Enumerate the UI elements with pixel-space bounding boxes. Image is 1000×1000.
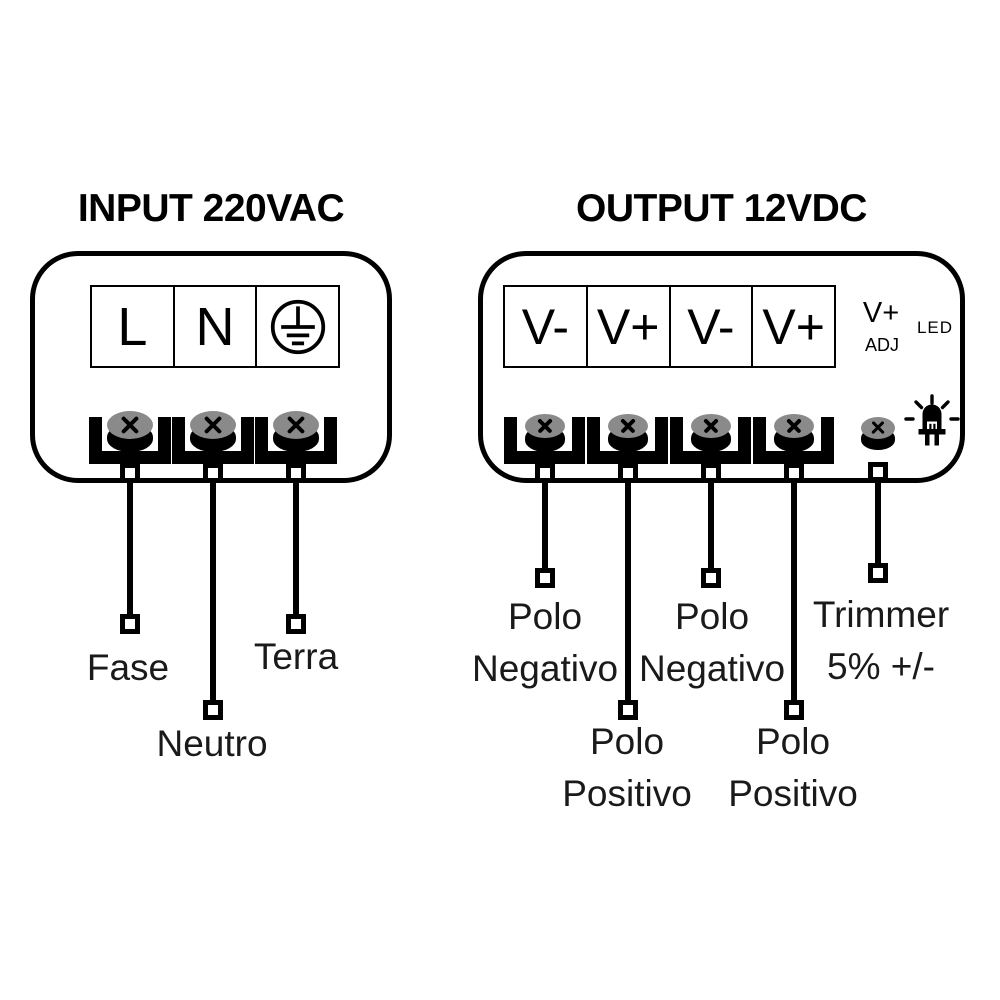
wire-exit-connector bbox=[701, 463, 721, 483]
wire-end-trimmer bbox=[868, 563, 888, 583]
screw-vminus-2 bbox=[691, 414, 731, 452]
wire-polo-negativo-1 bbox=[542, 480, 548, 570]
wire-end-polo-negativo-1 bbox=[535, 568, 555, 588]
output-title: OUTPUT 12VDC bbox=[576, 187, 867, 230]
vplus-adj-label-top: V+ bbox=[862, 297, 900, 329]
screw-vplus-1 bbox=[608, 414, 648, 452]
trimmer-screw bbox=[861, 417, 895, 450]
wire-polo-positivo-2 bbox=[791, 480, 797, 702]
terminal-cell-line: L bbox=[117, 296, 148, 357]
output-terminal-bracket bbox=[753, 417, 834, 464]
wire-trimmer bbox=[875, 480, 881, 565]
input-terminal-bracket bbox=[255, 417, 337, 464]
input-terminal-bracket bbox=[89, 417, 171, 464]
output-terminal-bracket bbox=[670, 417, 751, 464]
terminal-cell-vplus-1: V+ bbox=[585, 287, 669, 366]
screw-vminus-1 bbox=[525, 414, 565, 452]
wire-exit-connector bbox=[286, 463, 306, 483]
wire-exit-connector bbox=[618, 463, 638, 483]
wire-end-polo-positivo-1 bbox=[618, 700, 638, 720]
wire-terra bbox=[293, 480, 299, 616]
wire-end-fase bbox=[120, 614, 140, 634]
screw-vplus-2 bbox=[774, 414, 814, 452]
wire-exit-connector bbox=[203, 463, 223, 483]
terminal-cell-neutral: N bbox=[172, 287, 256, 366]
input-terminal-bracket bbox=[172, 417, 254, 464]
wire-exit-connector bbox=[868, 462, 888, 482]
wire-end-polo-positivo-2 bbox=[784, 700, 804, 720]
screw-line bbox=[107, 411, 153, 452]
led-label: LED bbox=[916, 318, 954, 337]
wire-exit-connector bbox=[120, 463, 140, 483]
input-terminal-strip: L N bbox=[90, 285, 340, 368]
terminal-cell-vminus-1: V- bbox=[521, 298, 569, 355]
wire-exit-connector bbox=[535, 463, 555, 483]
input-title: INPUT 220VAC bbox=[77, 187, 345, 230]
led-indicator-icon bbox=[904, 394, 960, 446]
output-terminal-bracket bbox=[587, 417, 668, 464]
output-terminal-strip: V- V+ V- V+ bbox=[503, 285, 836, 368]
wire-end-terra bbox=[286, 614, 306, 634]
wire-polo-positivo-1 bbox=[625, 480, 631, 702]
label-fase: Fase bbox=[86, 647, 170, 688]
protective-earth-icon bbox=[270, 299, 325, 354]
label-neutro: Neutro bbox=[156, 723, 268, 764]
terminal-cell-earth bbox=[255, 287, 338, 366]
wire-end-neutro bbox=[203, 700, 223, 720]
vplus-adj-label-bottom: ADJ bbox=[864, 335, 900, 355]
terminal-cell-vminus-2: V- bbox=[668, 287, 752, 366]
output-terminal-bracket bbox=[504, 417, 585, 464]
wire-end-polo-negativo-2 bbox=[701, 568, 721, 588]
label-terra: Terra bbox=[253, 636, 339, 677]
wire-polo-negativo-2 bbox=[708, 480, 714, 570]
wire-exit-connector bbox=[784, 463, 804, 483]
wire-fase bbox=[127, 480, 133, 616]
screw-earth bbox=[273, 411, 319, 452]
terminal-cell-vplus-2: V+ bbox=[751, 287, 834, 366]
screw-neutral bbox=[190, 411, 236, 452]
wire-neutro bbox=[210, 480, 216, 702]
